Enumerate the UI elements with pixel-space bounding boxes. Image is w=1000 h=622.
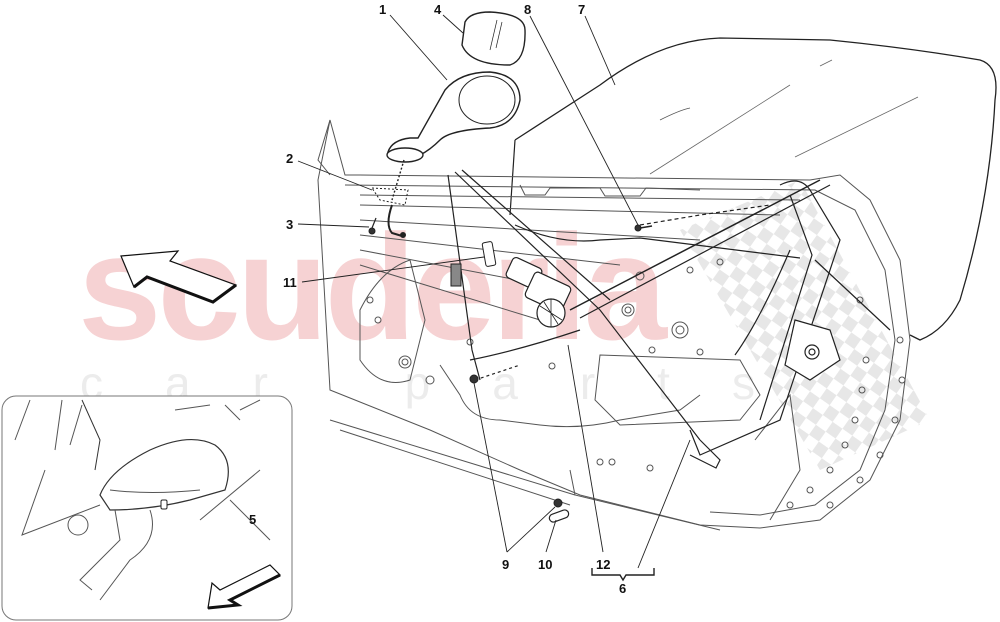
callout-11: 11 bbox=[283, 275, 297, 290]
callout-4: 4 bbox=[434, 2, 442, 17]
window-motor bbox=[505, 256, 572, 328]
bolt-8 bbox=[634, 224, 653, 232]
plug-10 bbox=[548, 509, 570, 523]
regulator-bracket bbox=[784, 319, 841, 381]
direction-arrow-front-icon bbox=[120, 250, 238, 304]
callout-2: 2 bbox=[286, 151, 294, 166]
callout-3: 3 bbox=[286, 217, 294, 232]
group-brace bbox=[591, 568, 655, 582]
screw-3 bbox=[368, 217, 377, 235]
direction-arrow-inset-icon bbox=[207, 564, 282, 610]
callout-7: 7 bbox=[578, 2, 586, 17]
callout-1: 1 bbox=[379, 2, 387, 17]
window-glass bbox=[514, 37, 997, 341]
bracket-11 bbox=[450, 241, 497, 287]
mirror-wiring bbox=[371, 187, 409, 238]
window-regulator bbox=[447, 169, 891, 469]
inset-screw-5 bbox=[160, 499, 168, 510]
inset-detail-view bbox=[1, 395, 293, 621]
callout-12: 12 bbox=[596, 557, 611, 572]
callout-8: 8 bbox=[524, 2, 532, 17]
callout-9: 9 bbox=[502, 557, 510, 572]
callout-10: 10 bbox=[538, 557, 553, 572]
mirror-housing bbox=[386, 71, 521, 201]
callout-5: 5 bbox=[249, 512, 257, 527]
callout-6: 6 bbox=[619, 581, 627, 596]
mirror-glass bbox=[461, 11, 526, 66]
